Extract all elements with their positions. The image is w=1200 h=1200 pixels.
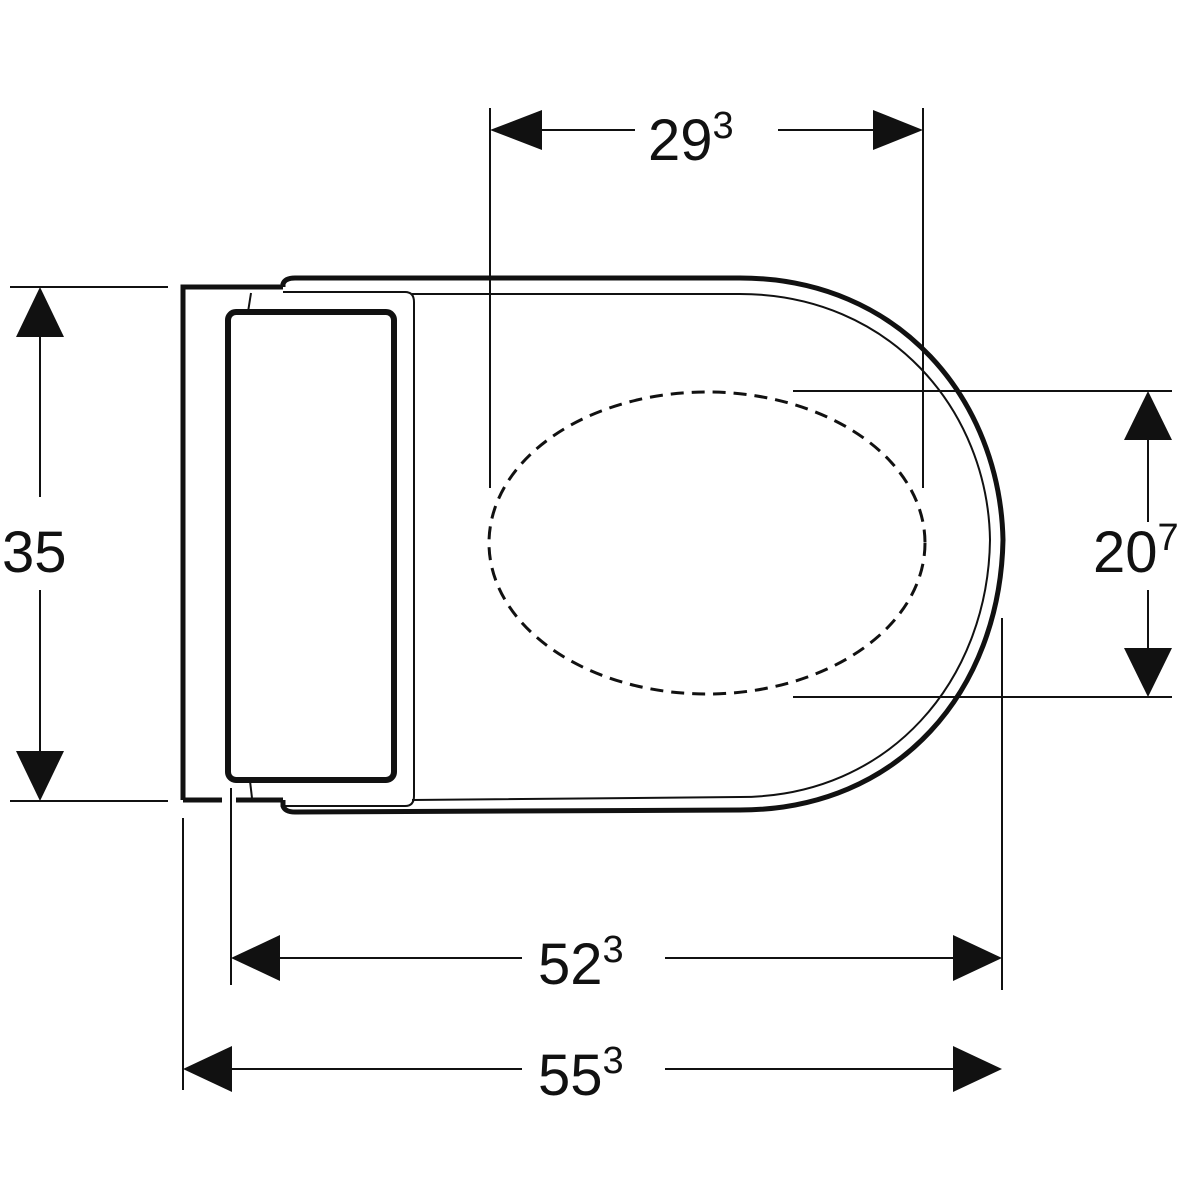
cistern-cover — [225, 309, 397, 783]
seat-opening-dashed — [487, 390, 927, 696]
mounting-plate — [180, 284, 283, 800]
dim-height: 35 — [2, 520, 67, 585]
dim-seat-opening-length: 293 — [648, 105, 734, 173]
seat-rim — [411, 293, 992, 801]
dim-total-width: 553 — [538, 1040, 624, 1108]
arrowheads — [16, 110, 1172, 1092]
dim-seat-opening-width: 207 — [1093, 517, 1179, 585]
bowl-outline — [280, 275, 1006, 815]
dim-bowl-width: 523 — [538, 929, 624, 997]
